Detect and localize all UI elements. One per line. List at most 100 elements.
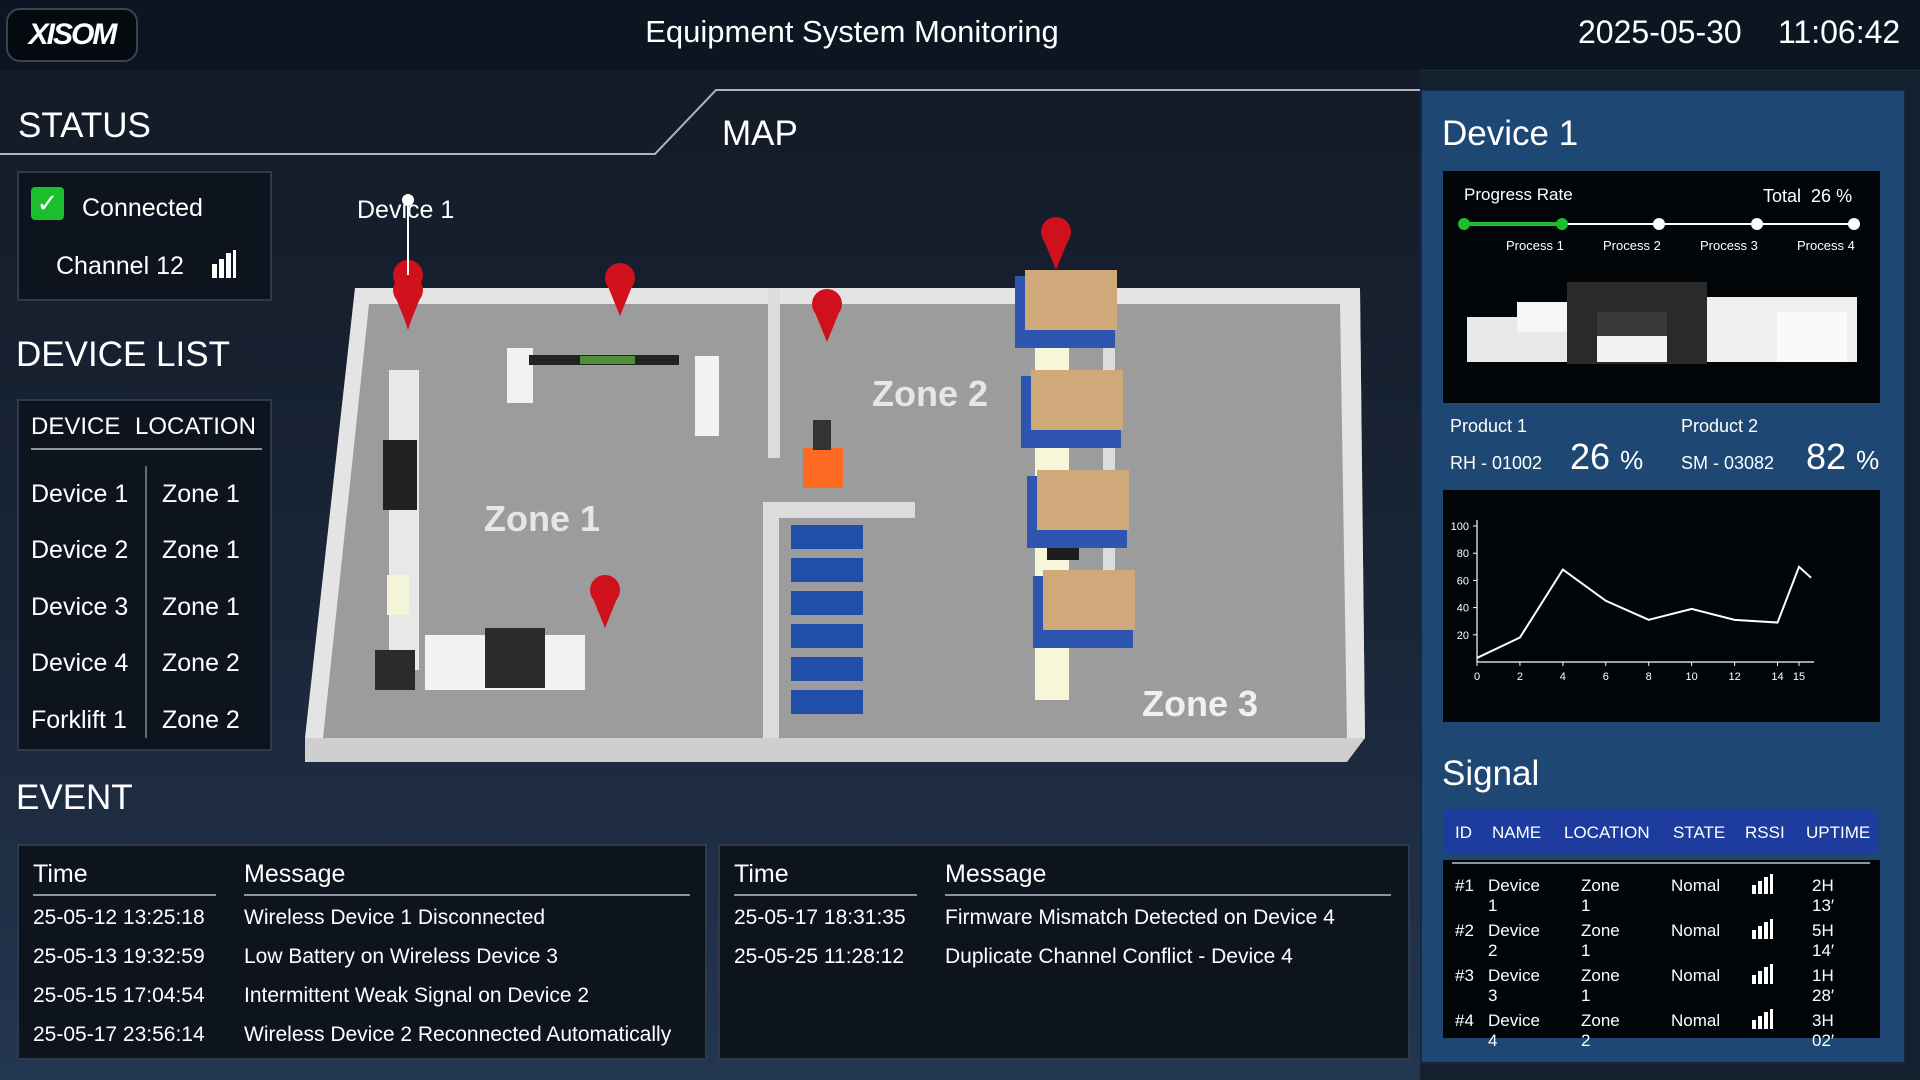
header-underline: [734, 894, 917, 896]
signal-row-uptime: 3H 02′: [1812, 1011, 1835, 1050]
signal-row-id: #4: [1455, 1011, 1474, 1030]
map-device-label[interactable]: Device 1: [357, 196, 455, 224]
signal-row-name[interactable]: Device 2: [1488, 921, 1540, 960]
product-2-name: Product 2: [1681, 416, 1759, 436]
header-underline: [945, 894, 1391, 896]
signal-row-uptime: 5H 14′: [1812, 921, 1835, 960]
event-time: 25-05-25 11:28:12: [734, 945, 905, 968]
event-time: 25-05-13 19:32:59: [33, 945, 205, 968]
signal-row-state: Nomal: [1671, 921, 1721, 940]
signal-table-body: [1443, 860, 1880, 1038]
device-row-location: Zone 2: [162, 649, 240, 677]
event-table-right: [718, 844, 1410, 1060]
process-label: Process 4: [1797, 238, 1855, 253]
device-row-location: Zone 1: [162, 480, 240, 508]
progress-total: Total 26 %: [1763, 186, 1853, 206]
event-message-header: Message: [945, 860, 1047, 888]
header-underline: [31, 448, 262, 450]
signal-col-rssi: RSSI: [1745, 823, 1785, 842]
event-message[interactable]: Wireless Device 1 Disconnected: [244, 906, 546, 929]
signal-bars-icon: [1752, 964, 1773, 984]
x-tick-label: 6: [1603, 671, 1609, 683]
event-time: 25-05-17 23:56:14: [33, 1023, 205, 1046]
signal-row-location: Zone 1: [1581, 921, 1620, 960]
event-time: 25-05-15 17:04:54: [33, 984, 205, 1007]
device-row-location: Zone 1: [162, 593, 240, 621]
x-tick-label: 15: [1793, 671, 1805, 683]
progress-fill: [1464, 222, 1566, 226]
signal-row-location: Zone 1: [1581, 966, 1620, 1005]
event-table-left: [17, 844, 707, 1060]
device-row-name[interactable]: Device 2: [31, 536, 129, 564]
event-message[interactable]: Low Battery on Wireless Device 3: [244, 945, 558, 968]
event-message[interactable]: Intermittent Weak Signal on Device 2: [244, 984, 590, 1007]
signal-row-state: Nomal: [1671, 876, 1721, 895]
zone-3-label: Zone 3: [1142, 683, 1259, 724]
header-underline: [244, 894, 690, 896]
signal-row-id: #3: [1455, 966, 1474, 985]
x-tick-label: 4: [1560, 671, 1566, 683]
product-2-code: SM - 03082: [1681, 453, 1775, 473]
event-time-header: Time: [734, 860, 789, 888]
signal-row-uptime: 1H 28′: [1812, 966, 1835, 1005]
event-title: EVENT: [16, 778, 133, 817]
machine-illustration: [1467, 282, 1857, 364]
device-row-location: Zone 1: [162, 536, 240, 564]
process-label: Process 1: [1506, 238, 1564, 253]
device-list-table: [17, 399, 272, 751]
signal-col-name: NAME: [1492, 823, 1542, 842]
progress-rate-label: Progress Rate: [1464, 185, 1573, 204]
y-tick-label: 80: [1457, 548, 1469, 560]
channel-label: Channel 12: [56, 252, 184, 280]
event-time-header: Time: [33, 860, 88, 888]
signal-row-id: #1: [1455, 876, 1474, 895]
device-row-location: Zone 2: [162, 706, 240, 734]
signal-col-state: STATE: [1673, 823, 1726, 842]
xisom-logo: XISOM: [6, 8, 138, 62]
logo-text: XISOM: [28, 18, 118, 51]
signal-row-state: Nomal: [1671, 1011, 1721, 1030]
x-tick-label: 12: [1728, 671, 1740, 683]
x-tick-label: 0: [1474, 671, 1480, 683]
device-panel-title: Device 1: [1442, 114, 1579, 153]
process-label: Process 2: [1603, 238, 1661, 253]
progress-dot: [1556, 218, 1568, 230]
device-row-name[interactable]: Device 4: [31, 649, 129, 677]
header-underline: [33, 894, 216, 896]
progress-dot-start: [1458, 218, 1470, 230]
signal-bars-icon: [212, 250, 236, 278]
checkmark-icon: ✓: [31, 187, 64, 220]
event-message[interactable]: Firmware Mismatch Detected on Device 4: [945, 906, 1335, 929]
event-time: 25-05-12 13:25:18: [33, 906, 205, 929]
signal-bars-icon: [1752, 1009, 1773, 1029]
progress-dot: [1848, 218, 1860, 230]
device-row-name[interactable]: Device 3: [31, 593, 129, 621]
device-row-name[interactable]: Forklift 1: [31, 706, 127, 734]
signal-bars-icon: [1752, 919, 1773, 939]
product-2-value: 82 %: [1806, 436, 1880, 477]
page-title: Equipment System Monitoring: [645, 14, 1059, 49]
x-tick-label: 8: [1646, 671, 1652, 683]
x-tick-label: 14: [1771, 671, 1783, 683]
current-time: 11:06:42: [1778, 14, 1901, 50]
signal-row-name[interactable]: Device 3: [1488, 966, 1540, 1005]
product-1-value: 26 %: [1570, 436, 1644, 477]
signal-header-line: [1452, 862, 1870, 864]
event-message[interactable]: Duplicate Channel Conflict - Device 4: [945, 945, 1293, 968]
current-date: 2025-05-30: [1578, 14, 1742, 50]
device-list-title: DEVICE LIST: [16, 335, 230, 374]
signal-col-location: LOCATION: [1564, 823, 1650, 842]
signal-table-header: [1443, 810, 1878, 854]
device-row-name[interactable]: Device 1: [31, 480, 129, 508]
series-line: [1476, 565, 1812, 659]
progress-dot: [1751, 218, 1763, 230]
signal-row-name[interactable]: Device 4: [1488, 1011, 1540, 1050]
signal-col-id: ID: [1455, 823, 1472, 842]
y-tick-label: 100: [1451, 521, 1469, 533]
status-title: STATUS: [18, 106, 151, 145]
signal-row-name[interactable]: Device 1: [1488, 876, 1540, 915]
signal-row-location: Zone 1: [1581, 876, 1620, 915]
event-message-header: Message: [244, 860, 346, 888]
event-message[interactable]: Wireless Device 2 Reconnected Automatica…: [244, 1023, 672, 1046]
